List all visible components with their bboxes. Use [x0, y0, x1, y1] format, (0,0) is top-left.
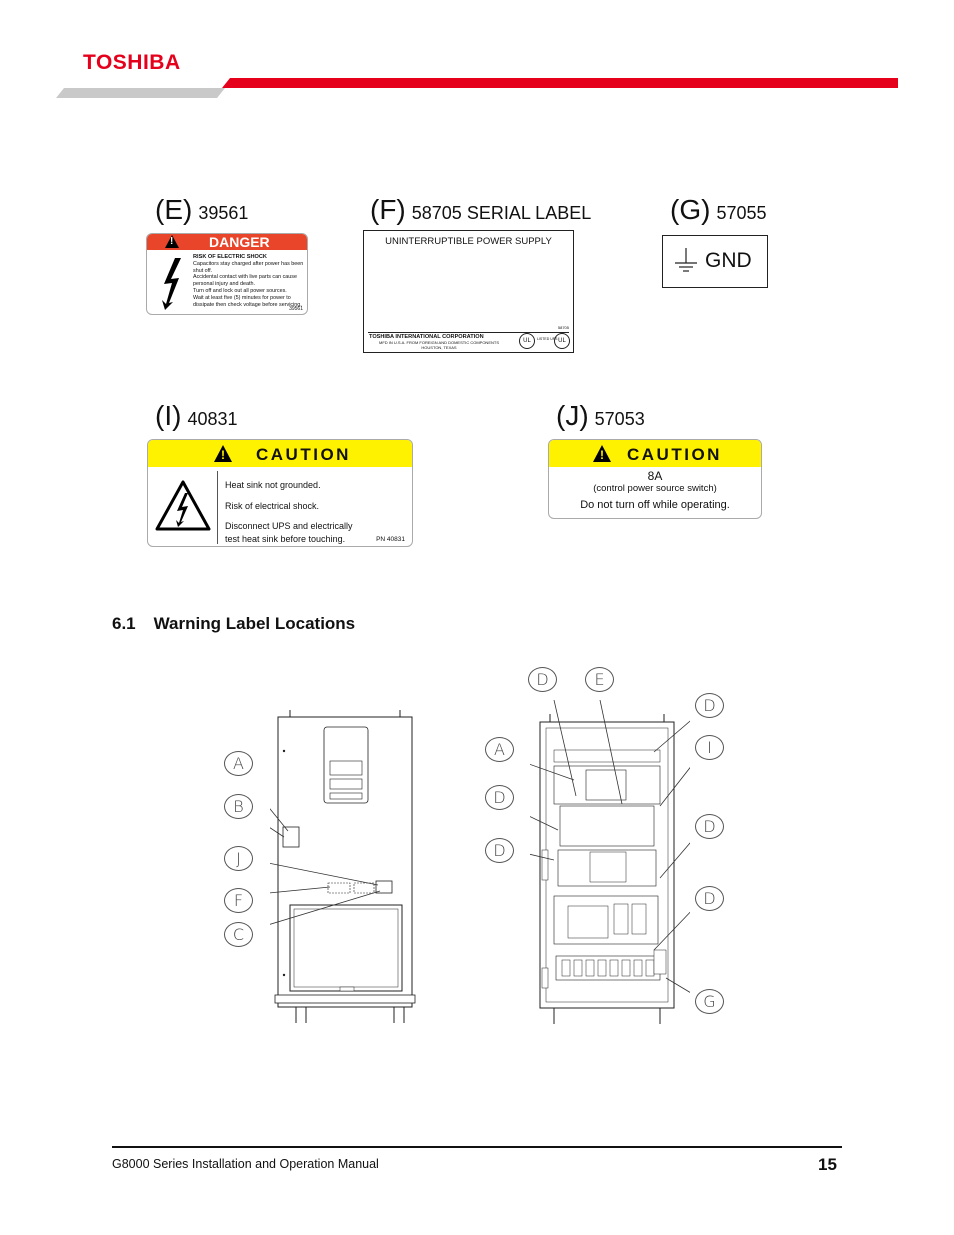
ground-symbol-icon	[675, 248, 697, 272]
lightning-bolt-icon	[162, 258, 181, 310]
danger-bar: DANGER	[147, 234, 307, 250]
callout-a-left: A	[224, 751, 253, 776]
label-j-letter: (J)	[556, 400, 589, 431]
shock-symbol-box	[151, 471, 218, 544]
callout-d-right-5: D	[695, 814, 724, 839]
ground-text: GND	[705, 249, 752, 272]
callout-b-left: B	[224, 794, 253, 819]
danger-line-4: Wait at least five (5) minutes for power…	[193, 294, 302, 308]
ground-label-g: GND	[662, 235, 768, 288]
danger-line-1: Capacitors stay charged after power has …	[193, 260, 304, 274]
callout-a-right: A	[485, 737, 514, 762]
caution-bar-i: CAUTION	[148, 440, 412, 467]
serial-label-pn: 58705	[557, 325, 569, 330]
serial-label-listed: LISTED UPS	[537, 337, 558, 341]
label-g-letter: (G)	[670, 194, 711, 225]
section-number: 6.1	[112, 614, 136, 633]
caution-i-part-number: PN 40831	[376, 536, 405, 543]
toshiba-logo: TOSHIBA	[83, 51, 181, 74]
warning-triangle-icon	[593, 445, 611, 462]
serial-label-city: HOUSTON, TEXAS	[421, 345, 457, 350]
ul-mark-icon: UL	[519, 333, 535, 349]
caution-bar-j: CAUTION	[549, 440, 761, 467]
danger-part-number: 39561	[289, 306, 303, 312]
page-number: 15	[818, 1155, 837, 1174]
label-f-letter: (F)	[370, 194, 406, 225]
label-g-caption: (G)57055	[670, 194, 767, 226]
serial-label-address: MFD IN U.S.A. FROM FOREIGN AND DOMESTIC …	[378, 340, 499, 345]
label-e-caption: (E)39561	[155, 194, 248, 226]
label-i-letter: (I)	[155, 400, 182, 431]
ups-cabinet-interior-view	[530, 700, 690, 1024]
caution-label-j: CAUTION 8A (control power source switch)…	[548, 439, 762, 519]
callout-d-right-3: D	[485, 785, 514, 810]
cul-mark-icon: UL	[554, 333, 570, 349]
danger-line-3: Turn off and lock out all power sources.	[193, 287, 287, 294]
footer-rule	[112, 1146, 842, 1148]
caution-signal-word-i: CAUTION	[256, 445, 351, 464]
label-f-number: 58705 SERIAL LABEL	[411, 203, 592, 223]
callout-d-right-4: D	[485, 838, 514, 863]
caution-text-i: Heat sink not grounded. Risk of electric…	[225, 475, 353, 545]
caution-j-rating: 8A	[647, 469, 663, 483]
callout-d-right-1: D	[528, 667, 557, 692]
ups-cabinet-front-view	[270, 710, 416, 1023]
caution-j-note: Do not turn off while operating.	[580, 499, 730, 511]
label-f-caption: (F)58705 SERIAL LABEL	[370, 194, 591, 226]
caution-signal-word-j: CAUTION	[627, 445, 722, 464]
callout-f-left: F	[224, 888, 253, 913]
warning-triangle-icon	[165, 235, 179, 248]
footer-manual-title: G8000 Series Installation and Operation …	[112, 1157, 379, 1171]
callout-i-right: I	[695, 735, 724, 760]
callout-j-left: J	[224, 846, 253, 871]
danger-heading: RISK OF ELECTRIC SHOCK	[193, 254, 267, 260]
warning-triangle-icon	[214, 445, 232, 462]
label-g-number: 57055	[716, 203, 767, 223]
callout-e-right: E	[585, 667, 614, 692]
caution-label-i: CAUTION Heat sink not grounded. Risk of …	[147, 439, 413, 547]
callout-d-right-6: D	[695, 886, 724, 911]
label-i-number: 40831	[187, 409, 238, 429]
section-title: Warning Label Locations	[153, 614, 356, 633]
callout-c-left: C	[224, 922, 253, 947]
serial-label-title: UNINTERRUPTIBLE POWER SUPPLY	[385, 236, 552, 247]
caution-j-sub: (control power source switch)	[593, 483, 717, 494]
caution-i-line-3b: test heat sink before touching.	[225, 533, 346, 544]
section-heading: 6.1 Warning Label Locations	[112, 614, 355, 634]
label-j-number: 57053	[594, 409, 645, 429]
label-i-caption: (I)40831	[155, 400, 238, 432]
callout-d-right-2: D	[695, 693, 724, 718]
serial-label-divider	[368, 332, 569, 333]
electric-shock-triangle-icon	[155, 480, 211, 531]
danger-line-2: Accidental contact with live parts can c…	[193, 274, 297, 288]
serial-label-f: UNINTERRUPTIBLE POWER SUPPLY 58705 TOSHI…	[363, 230, 574, 353]
danger-label-e: DANGER RISK OF ELECTRIC SHOCK Capacitors…	[146, 233, 308, 315]
label-e-number: 39561	[198, 203, 249, 223]
label-e-letter: (E)	[155, 194, 193, 225]
danger-signal-word: DANGER	[209, 234, 270, 250]
serial-label-corp: TOSHIBA INTERNATIONAL CORPORATION	[369, 334, 484, 340]
caution-i-line-1: Heat sink not grounded.	[225, 480, 321, 490]
caution-i-line-3a: Disconnect UPS and electrically	[225, 521, 353, 531]
callout-g-right: G	[695, 989, 724, 1014]
caution-i-line-2: Risk of electrical shock.	[225, 500, 320, 511]
label-j-caption: (J)57053	[556, 400, 645, 432]
header-stripe	[56, 78, 898, 98]
danger-text: RISK OF ELECTRIC SHOCK Capacitors stay c…	[193, 254, 305, 308]
